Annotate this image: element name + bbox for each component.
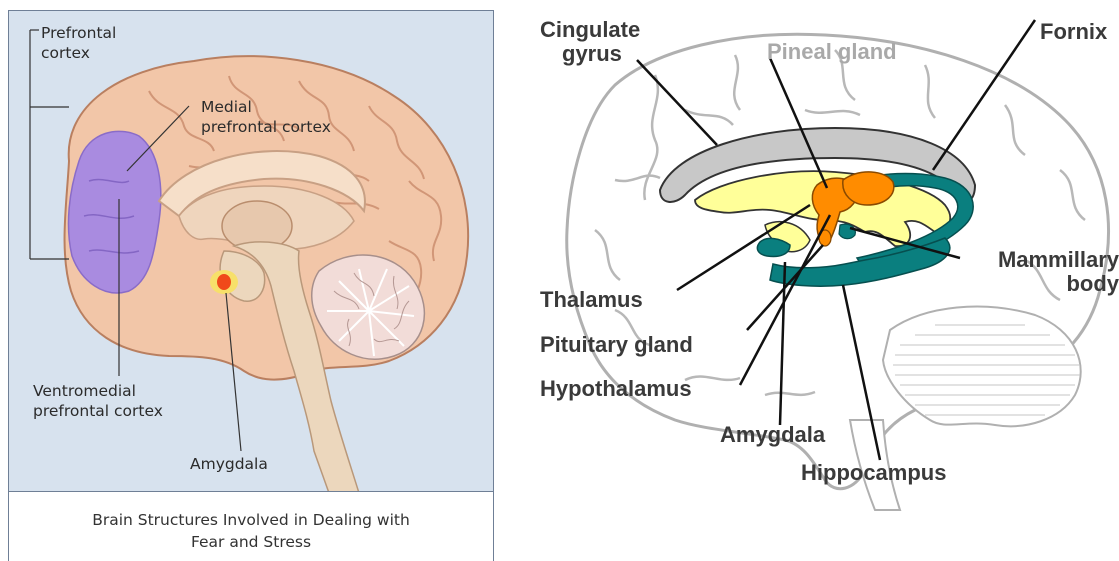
- label-cingulate-line2: gyrus: [540, 41, 622, 66]
- label-cingulate-gyrus: Cingulate gyrus: [540, 18, 640, 66]
- label-mammillary-line1: Mammillary: [998, 247, 1119, 272]
- label-mammillary-body: Mammillary body: [961, 248, 1119, 296]
- label-pituitary-gland: Pituitary gland: [540, 333, 693, 357]
- label-prefrontal-cortex: Prefrontal cortex: [41, 23, 116, 63]
- label-ventromedial-line2: prefrontal cortex: [33, 402, 163, 420]
- right-figure-panel: Cingulate gyrus Pineal gland Fornix Mamm…: [505, 0, 1119, 561]
- label-thalamus: Thalamus: [540, 288, 643, 312]
- cerebellum-outline: [883, 307, 1081, 427]
- label-cingulate-line1: Cingulate: [540, 17, 640, 42]
- caption-box: Brain Structures Involved in Dealing wit…: [8, 492, 494, 561]
- label-amygdala-right: Amygdala: [720, 423, 825, 447]
- label-fornix: Fornix: [1040, 20, 1107, 44]
- label-ventromedial-prefrontal-cortex: Ventromedial prefrontal cortex: [33, 381, 163, 421]
- label-mammillary-line2: body: [1066, 271, 1119, 296]
- label-medial-prefrontal-line2: prefrontal cortex: [201, 118, 331, 136]
- left-figure-panel: Prefrontal cortex Medial prefrontal cort…: [8, 10, 494, 492]
- label-hypothalamus: Hypothalamus: [540, 377, 692, 401]
- label-ventromedial-line1: Ventromedial: [33, 382, 136, 400]
- label-amygdala-left: Amygdala: [190, 454, 268, 474]
- label-prefrontal-cortex-line1: Prefrontal: [41, 24, 116, 42]
- figure-caption: Brain Structures Involved in Dealing wit…: [9, 509, 493, 553]
- label-pineal-gland: Pineal gland: [767, 40, 897, 64]
- label-medial-prefrontal-cortex: Medial prefrontal cortex: [201, 97, 331, 137]
- label-prefrontal-cortex-line2: cortex: [41, 44, 90, 62]
- caption-line2: Fear and Stress: [191, 533, 311, 551]
- ventromedial-prefrontal-region: [68, 131, 160, 293]
- mammillary-region: [843, 172, 894, 205]
- label-hippocampus: Hippocampus: [801, 461, 946, 485]
- label-medial-prefrontal-line1: Medial: [201, 98, 252, 116]
- caption-line1: Brain Structures Involved in Dealing wit…: [92, 511, 410, 529]
- amygdala: [217, 274, 231, 290]
